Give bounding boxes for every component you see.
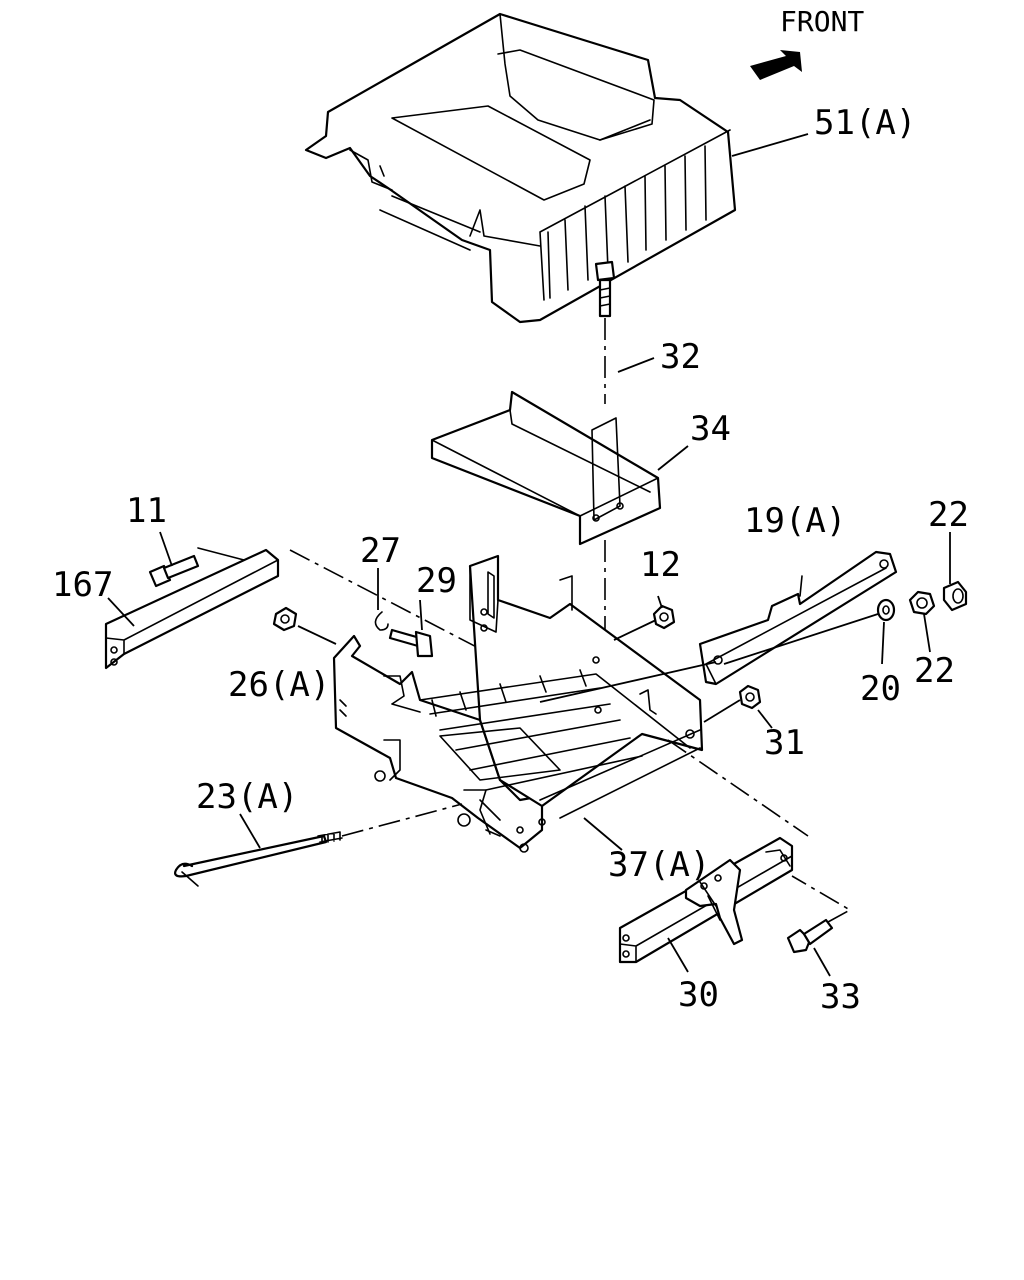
part-bracket-34 xyxy=(430,390,662,546)
leader-19a xyxy=(799,575,803,597)
leader-37a xyxy=(583,817,623,851)
label-26a: 26(A) xyxy=(228,665,330,705)
leader-34 xyxy=(657,445,689,471)
label-27: 27 xyxy=(360,531,401,571)
leader-31 xyxy=(757,709,773,729)
leader-26a xyxy=(297,625,337,645)
part-crossmember-30 xyxy=(618,836,794,964)
leader-29 xyxy=(419,599,423,631)
leader-20 xyxy=(881,621,885,665)
part-cover xyxy=(304,12,737,324)
leader-23a xyxy=(239,813,261,849)
leader-12 xyxy=(657,595,663,609)
label-51a: 51(A) xyxy=(814,103,916,143)
bolt-29-icon xyxy=(388,628,434,658)
label-22-top: 22 xyxy=(928,495,969,535)
clip-27-icon xyxy=(374,611,389,631)
label-19a: 19(A) xyxy=(744,501,846,541)
label-11: 11 xyxy=(126,491,167,531)
leader-22-bottom xyxy=(923,613,931,653)
label-20: 20 xyxy=(860,669,901,709)
bolt-33-icon xyxy=(786,918,834,954)
leader-33 xyxy=(813,947,831,977)
leader-30 xyxy=(667,937,689,973)
label-12: 12 xyxy=(640,545,681,585)
nut-26a-icon xyxy=(272,606,298,632)
label-32: 32 xyxy=(660,337,701,377)
part-rod-23a xyxy=(174,831,343,887)
nut-12-icon xyxy=(652,604,676,630)
leader-12-dash xyxy=(613,619,657,641)
nut-22-bottom-icon xyxy=(908,590,936,616)
label-31: 31 xyxy=(764,723,805,763)
front-arrow-icon xyxy=(750,50,802,80)
nut-22-top-icon xyxy=(942,580,968,612)
label-167: 167 xyxy=(52,565,113,605)
nut-31-icon xyxy=(738,684,762,710)
washer-20-icon xyxy=(876,598,896,622)
label-29: 29 xyxy=(416,561,457,601)
label-22-bottom: 22 xyxy=(914,651,955,691)
leader-32 xyxy=(617,357,655,373)
leader-167 xyxy=(107,597,135,627)
label-33: 33 xyxy=(820,977,861,1017)
front-label: FRONT xyxy=(780,5,864,38)
label-23a: 23(A) xyxy=(196,777,298,817)
part-rail-19a xyxy=(698,550,898,686)
bolt-11-icon xyxy=(148,554,200,588)
leader-31-frame xyxy=(703,699,741,723)
part-frame-37a xyxy=(332,554,704,853)
label-30: 30 xyxy=(678,975,719,1015)
label-37a: 37(A) xyxy=(608,845,710,885)
bolt-32-icon xyxy=(594,260,616,318)
part-bar-167 xyxy=(104,547,280,670)
leader-11 xyxy=(159,531,173,567)
label-34: 34 xyxy=(690,409,731,449)
leader-51a xyxy=(731,133,809,157)
